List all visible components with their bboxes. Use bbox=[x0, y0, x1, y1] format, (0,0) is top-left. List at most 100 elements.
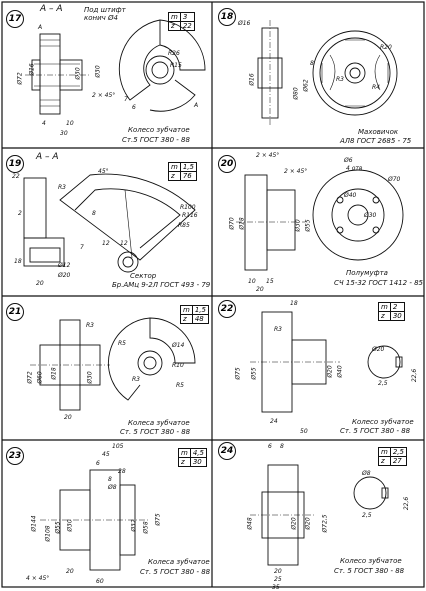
table-value: 2,5 bbox=[389, 447, 407, 457]
part-material: АЛ8 ГОСТ 2685 - 75 bbox=[340, 137, 412, 145]
dimension-label: 25 bbox=[274, 576, 282, 583]
part-name: Сектор bbox=[130, 272, 157, 280]
panel-21-drawing bbox=[30, 317, 196, 411]
dimension-label: Ø72,5 bbox=[321, 514, 329, 533]
section-marker: A bbox=[38, 24, 43, 31]
panel-number: 17 bbox=[6, 10, 24, 28]
dimension-label: Ø30 bbox=[94, 65, 102, 78]
dimension-label: 2,5 bbox=[378, 380, 388, 387]
part-name: Полумуфта bbox=[346, 269, 388, 277]
part-name: Колесо зубчатое bbox=[352, 418, 414, 426]
dimension-label: Ø20 bbox=[372, 346, 385, 353]
dimension-label: R26 bbox=[168, 50, 180, 57]
table-key: m bbox=[378, 447, 391, 457]
dimension-label: 2 bbox=[18, 210, 22, 217]
dimension-label: 20 bbox=[274, 568, 282, 575]
dimension-label: 20 bbox=[36, 280, 44, 287]
dimension-label: Ø20 bbox=[326, 365, 334, 378]
dimension-label: Ø30 bbox=[364, 212, 377, 219]
dimension-label: 28 bbox=[118, 468, 126, 475]
dimension-label: R116 bbox=[182, 212, 198, 219]
table-key: z bbox=[178, 457, 191, 467]
table-value: 3 bbox=[179, 12, 195, 22]
dimension-label: Ø20 bbox=[58, 272, 71, 279]
part-material: Ст. 5 ГОСТ 380 - 88 bbox=[140, 568, 211, 576]
dimension-label: 50 bbox=[300, 428, 308, 435]
dimension-label: Ø58 bbox=[142, 521, 150, 534]
dimension-label: Ø30 bbox=[74, 67, 82, 80]
dimension-label: R3 bbox=[58, 184, 66, 191]
dimension-label: Ø16 bbox=[248, 73, 256, 86]
note-text: Под штифт bbox=[84, 6, 126, 14]
table-value: 2 bbox=[389, 302, 405, 312]
dimension-label: R85 bbox=[178, 222, 190, 229]
dimension-label: Ø60 bbox=[36, 371, 44, 384]
panel-22-drawing bbox=[250, 311, 403, 413]
table-value: 30 bbox=[389, 311, 405, 321]
part-material: Ст. 5 ГОСТ 380 - 88 bbox=[120, 428, 191, 436]
dimension-label: 15 bbox=[266, 278, 274, 285]
dimension-label: 6 bbox=[96, 460, 100, 467]
dimension-label: Ø75 bbox=[234, 367, 242, 380]
dimension-label: 22,6 bbox=[403, 496, 411, 511]
panel-23-drawing bbox=[40, 469, 150, 571]
table-key: z bbox=[168, 171, 181, 181]
table-key: z bbox=[378, 456, 391, 466]
table-value: 1,5 bbox=[191, 305, 209, 315]
dimension-label: 7 bbox=[80, 244, 84, 251]
table-value: 27 bbox=[389, 456, 407, 466]
part-name: Колесо зубчатое bbox=[340, 557, 402, 565]
dimension-label: R3 bbox=[86, 322, 94, 329]
dimension-label: 10 bbox=[248, 278, 256, 285]
table-key: m bbox=[180, 305, 193, 315]
dimension-label: Ø72 bbox=[26, 371, 34, 384]
dimension-label: R100 bbox=[180, 204, 196, 211]
dimension-label: 8 bbox=[280, 443, 284, 450]
dimension-label: Ø55 bbox=[250, 367, 258, 380]
dimension-label: Ø80 bbox=[292, 87, 300, 100]
dimension-label: 35 bbox=[272, 584, 280, 591]
dimension-label: Ø55 bbox=[54, 521, 62, 534]
panel-24-drawing bbox=[250, 464, 389, 566]
dimension-label: 18 bbox=[290, 300, 298, 307]
dimension-label: 45° bbox=[98, 168, 109, 175]
dimension-label: R4 bbox=[372, 84, 380, 91]
dimension-label: R5 bbox=[176, 382, 184, 389]
part-name: Колеса зубчатое bbox=[148, 558, 210, 566]
note-text: конич Ø4 bbox=[84, 14, 118, 22]
panel-number: 18 bbox=[218, 8, 236, 26]
dimension-label: Ø18 bbox=[238, 217, 246, 230]
dimension-label: 22 bbox=[12, 173, 20, 180]
dimension-label: Ø55 bbox=[304, 219, 312, 232]
dimension-label: Ø16 bbox=[28, 63, 36, 76]
panel-number: 22 bbox=[218, 300, 236, 318]
dimension-label: 24 bbox=[270, 418, 278, 425]
dimension-label: Ø40 bbox=[344, 192, 357, 199]
dimension-label: 22,6 bbox=[411, 368, 419, 383]
dimension-label: 2 × 45° bbox=[256, 152, 280, 159]
table-value: 48 bbox=[191, 314, 209, 324]
dimension-label: 20 bbox=[64, 414, 72, 421]
dimension-label: 8 bbox=[108, 476, 112, 483]
panel-20-drawing bbox=[236, 169, 404, 271]
dimension-label: R5 bbox=[118, 340, 126, 347]
dimension-label: R15 bbox=[170, 62, 182, 69]
dimension-label: 4 bbox=[42, 120, 46, 127]
table-key: m bbox=[378, 302, 391, 312]
dimension-label: Ø62 bbox=[302, 79, 310, 92]
dimension-label: Ø8 bbox=[108, 484, 117, 491]
dimension-label: 60 bbox=[96, 578, 104, 585]
dimension-label: R3 bbox=[274, 326, 282, 333]
table-value: 76 bbox=[179, 171, 197, 181]
part-name: Колеса зубчатое bbox=[128, 419, 190, 427]
section-label: A – A bbox=[40, 4, 63, 14]
part-material: Ст. 5 ГОСТ 380 - 88 bbox=[334, 567, 405, 575]
dimension-label: Ø108 bbox=[44, 525, 52, 542]
panel-19-drawing bbox=[23, 173, 196, 273]
